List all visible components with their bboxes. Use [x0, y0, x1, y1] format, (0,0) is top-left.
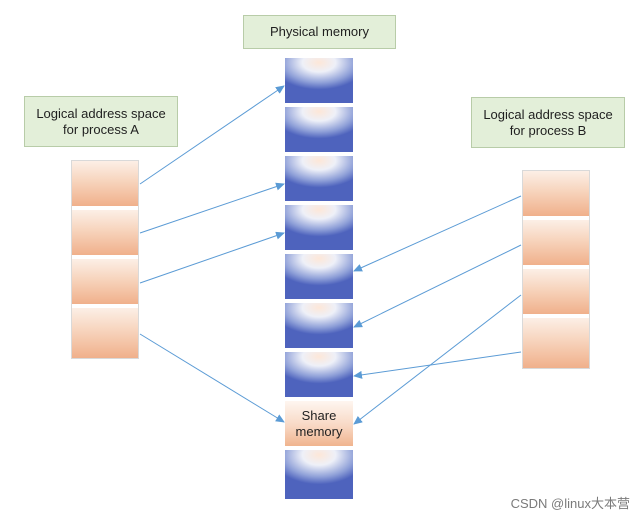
physical-memory-label: Physical memory: [243, 15, 396, 49]
process-b-page-2: [523, 220, 589, 267]
process-a-page-1: [72, 161, 138, 208]
arrow-a3-to-phys4: [139, 231, 285, 284]
share-memory-label: Share memory: [295, 407, 343, 439]
arrow-a2-to-phys3: [139, 182, 285, 234]
physical-page-6: [285, 303, 353, 350]
process-b-page-3: [523, 269, 589, 316]
watermark: CSDN @linux大本营: [510, 496, 630, 511]
process-b-column: [522, 170, 590, 369]
arrow-a4-to-share: [139, 333, 285, 423]
process-a-page-4: [72, 308, 138, 358]
process-a-page-3: [72, 259, 138, 306]
physical-page-1: [285, 58, 353, 105]
process-b-label-text: Logical address space for process B: [483, 106, 613, 138]
physical-page-3: [285, 156, 353, 203]
process-b-page-1: [523, 171, 589, 218]
physical-page-5: [285, 254, 353, 301]
physical-memory-column: Share memory: [285, 58, 353, 499]
arrow-b3-to-share: [353, 294, 522, 425]
arrow-b4-to-phys7: [353, 351, 522, 379]
physical-page-9: [285, 450, 353, 499]
physical-memory-label-text: Physical memory: [270, 24, 369, 39]
process-a-label-text: Logical address space for process A: [36, 105, 166, 137]
share-memory-block: Share memory: [285, 401, 353, 448]
physical-page-7: [285, 352, 353, 399]
physical-page-4: [285, 205, 353, 252]
process-b-page-4: [523, 318, 589, 368]
process-a-column: [71, 160, 139, 359]
process-a-label: Logical address space for process A: [24, 96, 178, 147]
arrow-b2-to-phys6: [353, 244, 522, 328]
process-a-page-2: [72, 210, 138, 257]
process-b-label: Logical address space for process B: [471, 97, 625, 148]
arrow-b1-to-phys5: [353, 195, 522, 272]
physical-page-2: [285, 107, 353, 154]
